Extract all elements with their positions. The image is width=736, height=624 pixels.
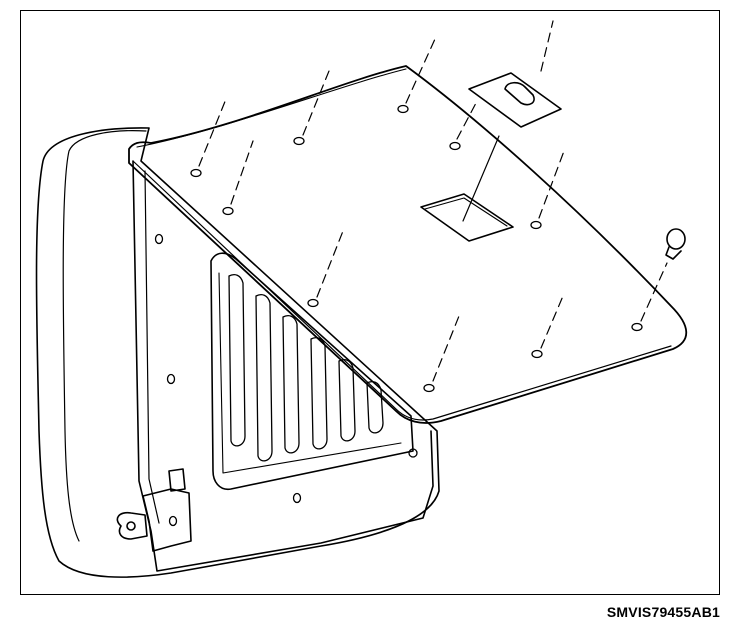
illustration-frame [20,10,720,595]
seat-frame [132,160,434,572]
mount-ear [116,511,148,540]
back-panel-edge [132,160,672,421]
frame-inner-edge [144,170,160,524]
bracket-tab [168,468,186,492]
access-opening-depth [424,197,508,227]
access-opening [420,193,514,242]
frame-holes [154,233,418,527]
back-panel-top-edge [136,68,407,148]
grille-panel-inner [218,272,402,474]
panel-fastener-holes [190,104,643,393]
seat-cushion-outline [35,127,440,578]
retainer-plate-slot [504,81,535,106]
fastener-alignment-lines [198,20,668,382]
cushion-seam [62,130,147,542]
back-panel [128,65,688,424]
seat-back-panel-diagram [35,20,688,578]
push-pin-fastener [665,228,686,260]
lower-bracket [142,488,192,552]
mount-ear-hole [126,521,136,531]
figure-reference-code: SMVIS79455AB1 [606,604,720,620]
retainer-leader-line [462,135,500,222]
grille-slots [228,274,384,462]
grille-panel [210,252,414,491]
retainer-plate [468,72,562,128]
